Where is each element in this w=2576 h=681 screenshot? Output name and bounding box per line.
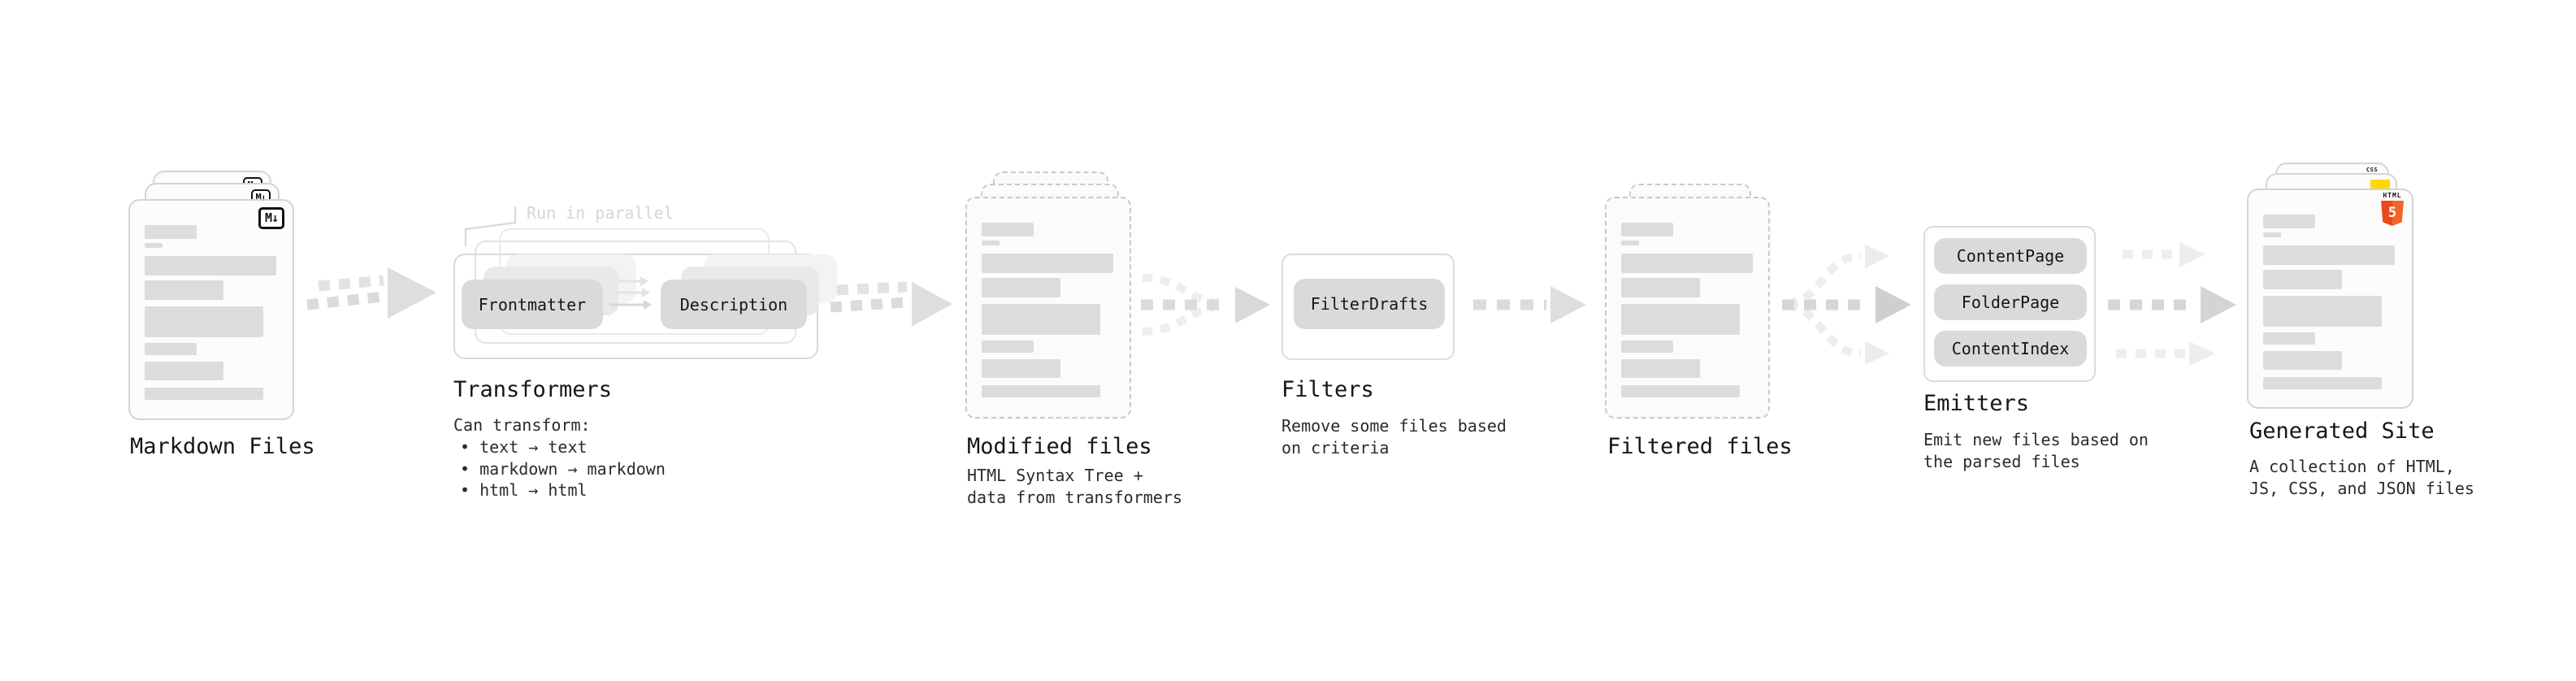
run-in-parallel-note: Run in parallel [527,203,674,223]
arrow-filters-to-filtered [1473,286,1586,323]
modified-files-label: Modified files [967,434,1152,459]
emitters-heading: Emitters [1923,391,2030,416]
doc-line [2263,296,2382,327]
doc-line [2263,232,2281,237]
annotation-leader-line [464,206,517,246]
transformers-bullet: • text → text [460,437,588,457]
doc-line [1621,304,1740,335]
doc-line [145,225,197,239]
doc-line [145,243,163,248]
doc-line [982,278,1060,297]
folderpage-pill: FolderPage [1934,284,2087,320]
doc-line [982,340,1034,353]
doc-line [982,385,1100,397]
doc-line [982,254,1113,273]
filtered-file-card-front [1605,197,1770,419]
contentpage-pill: ContentPage [1934,238,2087,274]
contentindex-pill: ContentIndex [1934,331,2087,367]
description-pill: Description [661,280,807,329]
js-file-icon [2370,180,2390,189]
arrow-transformers-to-modified [830,281,952,327]
filters-heading: Filters [1281,377,1374,402]
doc-line [1621,278,1700,297]
doc-line [982,304,1100,335]
doc-line [2263,215,2315,228]
doc-line [145,256,276,275]
doc-line [1621,340,1673,353]
doc-line [1621,223,1673,236]
generated-site-caption: A collection of HTML, [2249,457,2455,476]
filters-caption: Remove some files based [1281,416,1507,436]
doc-line [2263,377,2382,389]
transformers-heading: Transformers [453,377,613,402]
doc-line [1621,241,1639,245]
arrow-markdown-to-transformers [306,267,436,319]
doc-line [982,223,1034,236]
filterdrafts-pill: FilterDrafts [1294,279,1445,329]
doc-line [2263,270,2342,289]
doc-line [2263,351,2342,370]
doc-line [2263,332,2315,345]
doc-line [145,306,263,337]
transformers-caption-title: Can transform: [453,415,591,435]
parallel-arrows-icon [609,276,652,310]
arrow-emitters-to-site [2108,242,2236,366]
doc-line [145,280,223,300]
frontmatter-pill: Frontmatter [462,280,603,329]
modified-files-caption: HTML Syntax Tree + [967,466,1143,485]
doc-line [145,388,263,400]
doc-line [1621,359,1700,378]
emitters-caption: the parsed files [1923,452,2080,471]
doc-line [145,343,197,355]
doc-line [982,241,1000,245]
transformers-bullet: • html → html [460,480,588,500]
doc-line [982,359,1060,378]
markdown-file-card-front: M↓ [128,199,294,420]
markdown-files-label: Markdown Files [130,434,315,459]
filters-caption: on criteria [1281,438,1390,458]
arrow-modified-to-filters [1141,274,1270,336]
transformers-bullet: • markdown → markdown [460,459,666,479]
generated-site-label: Generated Site [2249,419,2435,444]
generated-site-caption: JS, CSS, and JSON files [2249,479,2474,498]
emitters-caption: Emit new files based on [1923,430,2149,449]
modified-file-card-front [965,197,1131,419]
modified-files-caption: data from transformers [967,488,1182,507]
markdown-icon: M↓ [258,207,284,229]
site-file-card-front: HTML 5 [2247,189,2413,409]
doc-line [1621,385,1740,397]
doc-line [2263,245,2395,265]
html5-icon: HTML 5 [2380,193,2405,226]
filtered-files-label: Filtered files [1607,434,1793,459]
doc-line [1621,254,1753,273]
doc-line [145,362,223,380]
arrow-filtered-to-emitters [1782,245,1911,365]
